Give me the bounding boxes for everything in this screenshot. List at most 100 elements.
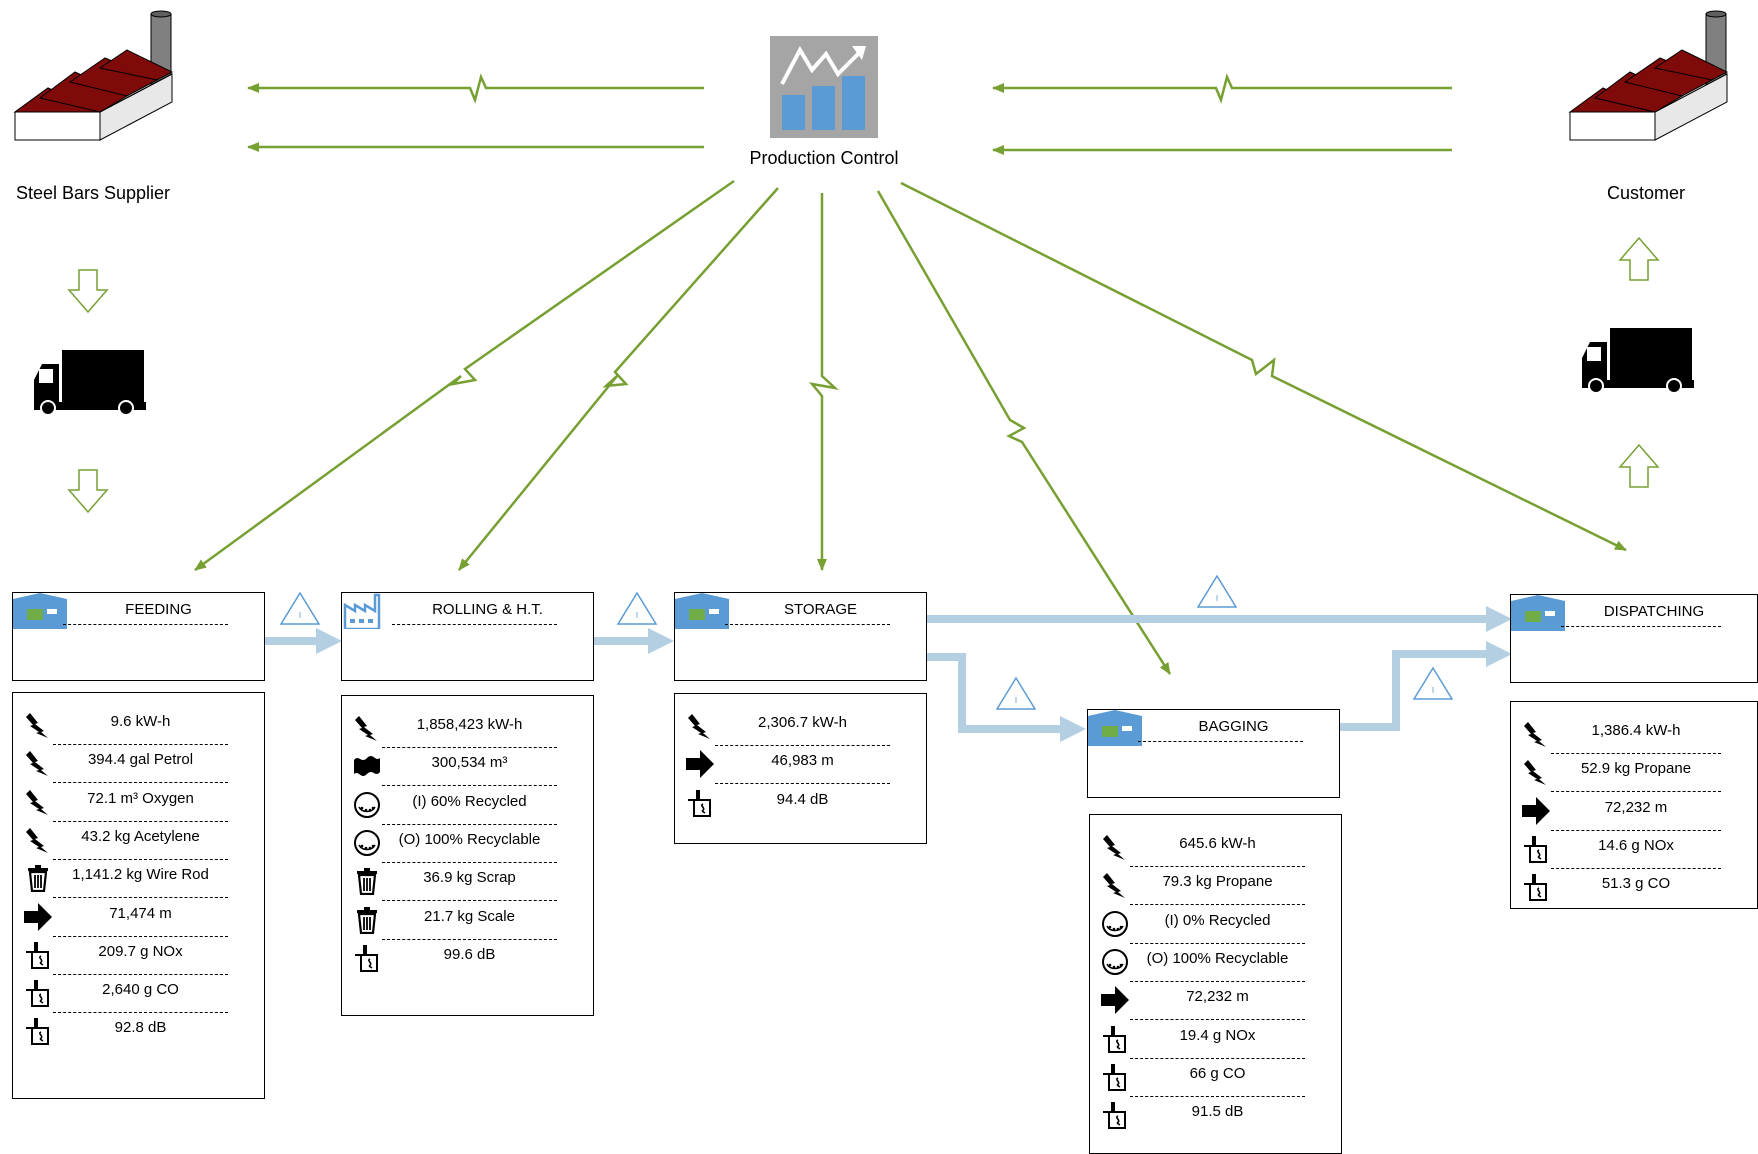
process-dispatching[interactable]: DISPATCHING [1510, 594, 1758, 683]
lightning-icon [353, 714, 381, 742]
data-value: 92.8 dB [114, 1019, 167, 1037]
row-divider [53, 973, 228, 975]
inventory-triangle-icon [616, 591, 658, 625]
emission-icon [686, 789, 714, 817]
data-row: 43.2 kg Acetylene [13, 818, 264, 860]
data-value: 1,141.2 kg Wire Rod [72, 866, 209, 884]
data-value: 72,232 m [1186, 988, 1249, 1006]
row-divider [382, 747, 557, 748]
process-feeding[interactable]: FEEDING [12, 592, 265, 681]
lightning-icon [1101, 833, 1129, 861]
info-lines-down [194, 179, 1627, 675]
row-divider [715, 783, 890, 785]
process-divider [1138, 741, 1303, 742]
emission-icon [24, 979, 52, 1008]
inventory-label: I [1015, 696, 1017, 705]
trash-icon [24, 864, 52, 893]
data-row: 66 g CO [1090, 1055, 1341, 1097]
push-arrow-storage-bagging [925, 653, 1062, 733]
inventory-triangle-icon [995, 676, 1037, 710]
recycle-icon [353, 829, 381, 857]
row-divider [1130, 980, 1305, 982]
data-value: 79.3 kg Propane [1162, 873, 1273, 891]
row-divider [1551, 753, 1721, 754]
row-divider [53, 858, 228, 860]
data-value: 209.7 g NOx [98, 942, 183, 960]
row-divider [1551, 829, 1721, 831]
lightning-icon [686, 712, 714, 740]
up-arrow-icon [1618, 236, 1660, 281]
material-flow [262, 615, 1488, 733]
process-divider [725, 624, 890, 625]
data-value: (I) 0% Recycled [1164, 911, 1271, 929]
row-divider [382, 938, 557, 940]
truck-icon [34, 350, 146, 416]
warehouse-icon [1088, 710, 1142, 746]
data-row: 300,534 m³ [342, 744, 593, 787]
emission-icon [1101, 1063, 1129, 1091]
data-value: 52.9 kg Propane [1580, 760, 1692, 778]
lightning-icon [1522, 720, 1550, 748]
data-row: 52.9 kg Propane [1511, 750, 1757, 793]
arrow-icon [686, 750, 714, 779]
info-line-from-customer-1 [992, 73, 1452, 104]
process-name: STORAGE [783, 601, 858, 618]
process-rolling[interactable]: ROLLING & H.T. [341, 592, 594, 681]
data-row: 2,640 g CO [13, 971, 264, 1014]
up-arrow-icon [1618, 443, 1660, 488]
row-divider [53, 1012, 228, 1014]
factory-icon [343, 593, 381, 629]
process-divider [1561, 626, 1721, 627]
data-value: 72,232 m [1604, 798, 1668, 816]
process-name: FEEDING [125, 601, 192, 618]
data-row: 1,141.2 kg Wire Rod [13, 856, 264, 899]
row-divider [1551, 791, 1721, 793]
material-flow-heads [316, 606, 1512, 742]
inventory-markers [279, 574, 1454, 710]
data-value: 94.4 dB [776, 790, 829, 808]
data-value: (I) 60% Recycled [412, 792, 527, 810]
data-row: 72.1 m³ Oxygen [13, 780, 264, 822]
lightning-icon [24, 788, 52, 816]
data-value: 51.3 g CO [1601, 875, 1671, 893]
emission-icon [24, 1017, 52, 1046]
data-value: 46,983 m [771, 752, 834, 770]
row-divider [53, 820, 228, 822]
inventory-label: I [1216, 594, 1218, 603]
data-row: 1,858,423 kW-h [342, 706, 593, 748]
process-storage[interactable]: STORAGE [674, 592, 927, 681]
data-row: 94.4 dB [675, 781, 926, 823]
row-divider [382, 785, 557, 787]
data-row: 71,474 m [13, 895, 264, 937]
production-control-icon [770, 36, 878, 138]
data-row: 19.4 g NOx [1090, 1017, 1341, 1059]
lightning-icon [24, 711, 52, 739]
water-icon [353, 752, 381, 780]
push-arrow-bagging-dispatching [1336, 650, 1488, 731]
process-name: DISPATCHING [1603, 603, 1705, 620]
inventory-triangle-icon [1412, 666, 1454, 700]
data-value: 66 g CO [1189, 1064, 1246, 1082]
row-divider [1130, 942, 1305, 944]
trash-icon [353, 867, 381, 896]
process-name: BAGGING [1198, 718, 1269, 735]
row-divider [1130, 1019, 1305, 1021]
arrow-icon [1522, 796, 1550, 825]
data-row: 91.5 dB [1090, 1093, 1341, 1135]
inventory-label: I [299, 611, 301, 620]
process-divider [392, 624, 557, 625]
info-line-to-bagging [876, 190, 1172, 675]
row-divider [53, 744, 228, 745]
process-bagging[interactable]: BAGGING [1087, 709, 1340, 798]
info-line-to-dispatching [900, 181, 1627, 552]
data-row: 21.7 kg Scale [342, 898, 593, 940]
row-divider [1130, 904, 1305, 906]
data-value: 1,386.4 kW-h [1591, 722, 1681, 739]
info-line-to-storage [808, 193, 839, 571]
process-name: ROLLING & H.T. [432, 601, 543, 618]
arrow-icon [24, 902, 52, 931]
